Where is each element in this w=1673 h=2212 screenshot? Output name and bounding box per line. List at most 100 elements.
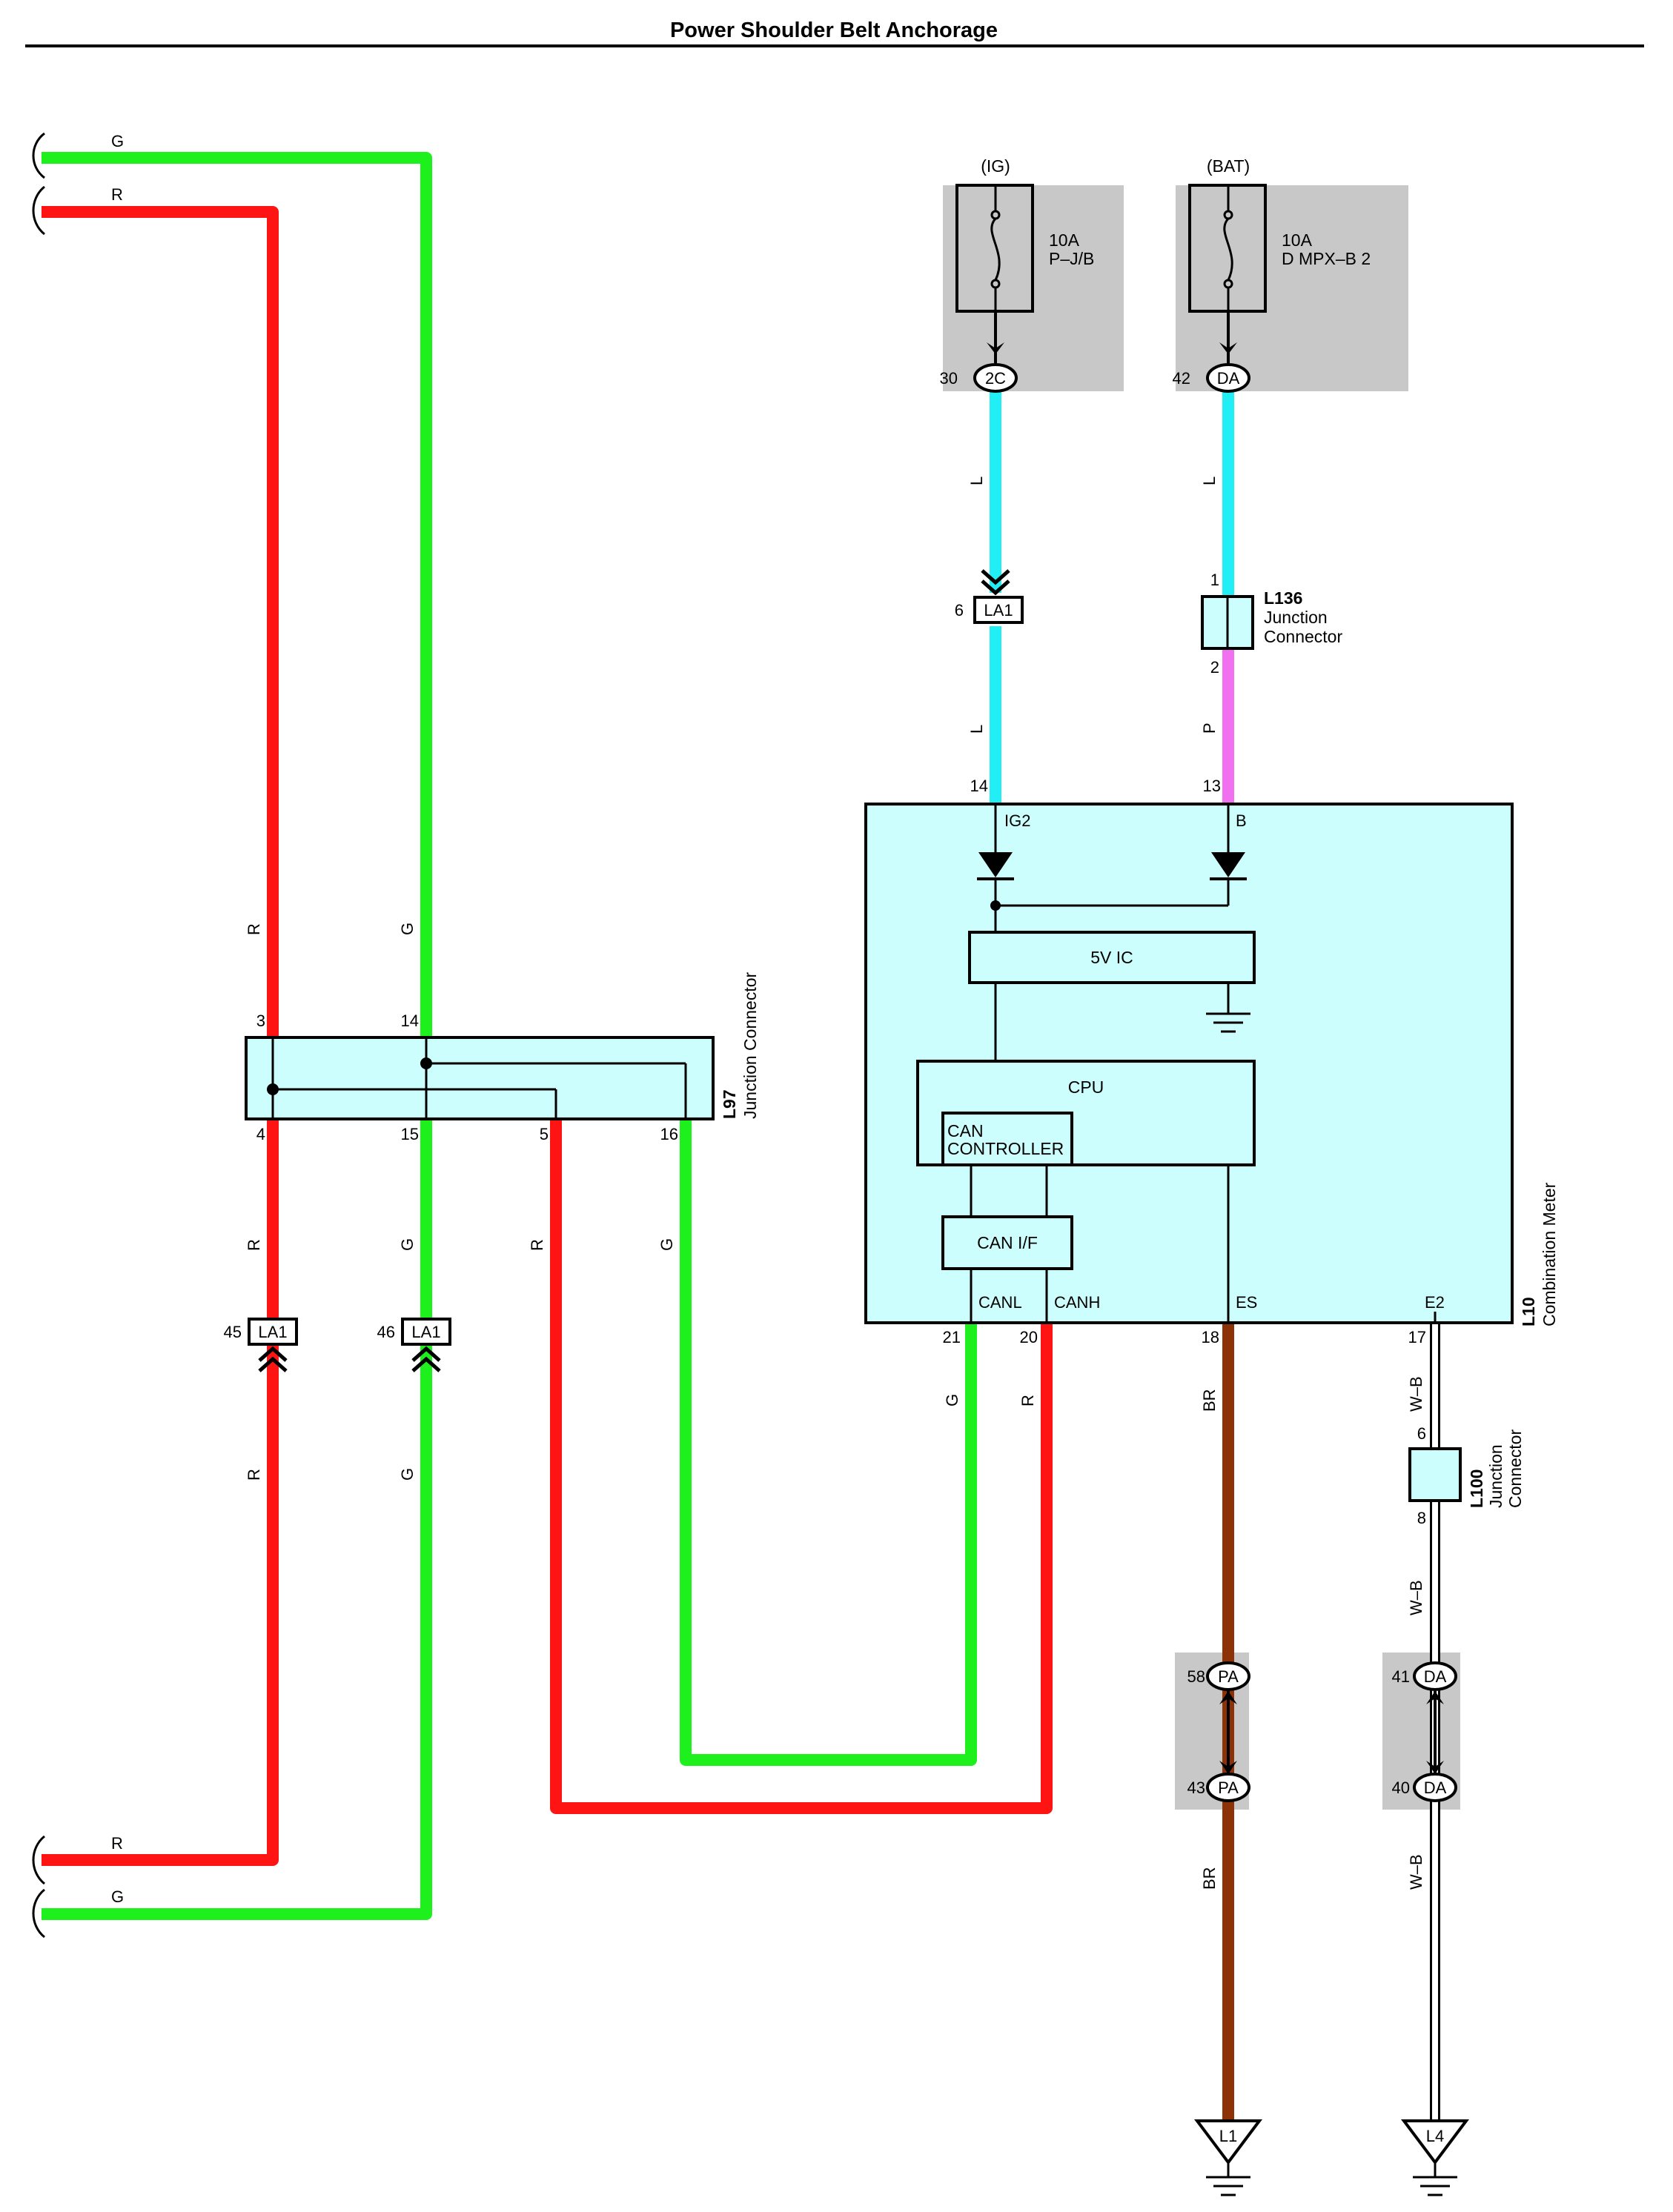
connector-l100: 6 8 L100 Junction Connector [1408, 1424, 1525, 1527]
l10-block-can-if: CAN I/F [977, 1233, 1038, 1252]
da-41-id: DA [1424, 1667, 1447, 1686]
l97-pin-15: 15 [401, 1125, 419, 1143]
wire-label-r-5: R [1018, 1395, 1037, 1406]
ground-l4-label: L4 [1426, 2127, 1444, 2145]
wire-label-r-3: R [528, 1239, 546, 1251]
pa-58-id: PA [1218, 1667, 1239, 1686]
bat-fuse-panel [1176, 185, 1408, 391]
l97-pin-5: 5 [540, 1125, 549, 1143]
l100-pin-bottom: 8 [1417, 1509, 1426, 1527]
l136-line2: Connector [1264, 627, 1342, 646]
fuse-ig-location: P–J/B [1049, 249, 1094, 268]
wire-r-top [42, 206, 279, 1037]
fuse-bat-location: D MPX–B 2 [1282, 249, 1371, 268]
wire-label-r-2: R [245, 1239, 263, 1251]
fuse-ig-rating: 10A [1049, 230, 1080, 250]
l10-name: Combination Meter [1540, 1182, 1559, 1326]
fuse-ig-source: (IG) [981, 156, 1010, 176]
da-41-pin: 41 [1392, 1667, 1410, 1686]
la1-45-id: LA1 [258, 1323, 287, 1341]
connector-da: DA 41 DA 40 [1392, 1661, 1457, 1802]
connector-la1-46: LA1 46 [377, 1318, 451, 1372]
fuse-bat-connector [1206, 363, 1250, 393]
l10-id: L10 [1519, 1297, 1538, 1326]
l136-id: L136 [1264, 588, 1302, 608]
fuse-ig-connector-id: 2C [985, 369, 1006, 388]
fuse-ig-pin: 30 [940, 369, 958, 388]
wire-r-bottom [42, 1119, 279, 1866]
wire-label-p: P [1200, 723, 1219, 734]
wire-label-g-2: G [398, 1238, 417, 1251]
l97-pin-3: 3 [256, 1012, 265, 1030]
l10-terminal-e2: E2 [1425, 1293, 1445, 1312]
wire-label-g-3: G [657, 1238, 676, 1251]
wire-g-top [42, 152, 432, 1037]
wire-label-r-4: R [245, 1469, 263, 1481]
l10-block-cpu: CPU [1068, 1077, 1104, 1097]
l10-block-ic: 5V IC [1090, 948, 1133, 967]
wire-label-g-5: G [943, 1394, 961, 1406]
l97-id: L97 [720, 1089, 739, 1119]
wire-label-l-2: L [967, 725, 986, 734]
l10-pin-14: 14 [970, 777, 988, 795]
l10-terminal-ig2: IG2 [1004, 811, 1030, 830]
pa-43-pin: 43 [1187, 1778, 1205, 1797]
page-title: Power Shoulder Belt Anchorage [670, 19, 998, 42]
la1-46-id: LA1 [411, 1323, 440, 1341]
ground-l1-label: L1 [1219, 2127, 1237, 2145]
connector-l136: 1 2 L136 Junction Connector [1201, 571, 1342, 677]
wire-label-l-1: L [967, 476, 986, 485]
wire-label-wb-3: W–B [1407, 1854, 1425, 1890]
wire-label-wb-1: W–B [1407, 1376, 1425, 1412]
connector-la1-6: LA1 6 [955, 569, 1024, 624]
fuse-bat-rating: 10A [1282, 230, 1313, 250]
ground-l1: L1 [1194, 2119, 1262, 2196]
l100-line1: Junction [1486, 1444, 1505, 1508]
fuse-ig-connector [973, 363, 1018, 393]
connector-pa: PA 58 PA 43 [1187, 1661, 1250, 1802]
wire-label-g-top: G [111, 132, 124, 150]
wire-label-br-1: BR [1200, 1389, 1219, 1412]
wire-label-wb-2: W–B [1407, 1580, 1425, 1615]
l10-terminal-canh: CANH [1054, 1293, 1100, 1312]
wire-label-r-bottom: R [111, 1834, 123, 1853]
l10-pin-13: 13 [1203, 777, 1221, 795]
l97-pin-16: 16 [660, 1125, 678, 1143]
l100-pin-top: 6 [1417, 1424, 1426, 1443]
l97-pin-14: 14 [401, 1012, 419, 1030]
da-40-id: DA [1424, 1778, 1447, 1797]
l136-line1: Junction [1264, 608, 1328, 627]
la1-46-pin: 46 [377, 1323, 395, 1341]
fuse-bat-connector-id: DA [1217, 369, 1240, 388]
da-40-pin: 40 [1392, 1778, 1410, 1797]
la1-6-id: LA1 [984, 601, 1013, 620]
wire-break-symbols [32, 132, 45, 1939]
l97-pin-4: 4 [256, 1125, 265, 1143]
l10-block-can-ctrl-2: CONTROLLER [947, 1139, 1064, 1158]
la1-45-pin: 45 [224, 1323, 242, 1341]
l136-pin-top: 1 [1210, 571, 1219, 589]
wire-label-g-bottom: G [111, 1887, 124, 1906]
l10-terminal-b: B [1236, 811, 1247, 830]
wire-label-l-3: L [1200, 476, 1219, 485]
l10-pin-20: 20 [1020, 1328, 1038, 1346]
l10-block-can-ctrl-1: CAN [947, 1121, 984, 1140]
l97-name: Junction Connector [741, 972, 760, 1119]
wire-label-g-4: G [398, 1468, 417, 1481]
la1-6-pin: 6 [955, 601, 964, 620]
wire-g-canl [680, 1119, 977, 1766]
fuse-bat: (BAT) 10A D MPX–B 2 DA 42 [1173, 156, 1371, 393]
pa-43-id: PA [1218, 1778, 1239, 1797]
l10-pin-17: 17 [1408, 1328, 1426, 1346]
wire-label-r-1: R [245, 923, 263, 935]
wire-label-r-top: R [111, 185, 123, 204]
pa-58-pin: 58 [1187, 1667, 1205, 1686]
combination-meter-l10: 14 13 IG2 B 5V IC CPU CAN CONTROLLER CA [864, 777, 1559, 1346]
l10-terminal-es: ES [1236, 1293, 1257, 1312]
l100-line2: Connector [1505, 1429, 1525, 1508]
wire-g-bottom [42, 1119, 432, 1920]
wire-label-g-1: G [398, 923, 417, 935]
connector-la1-45: LA1 45 [224, 1318, 298, 1372]
fuse-ig: (IG) 10A P–J/B 2C 30 [940, 156, 1094, 393]
